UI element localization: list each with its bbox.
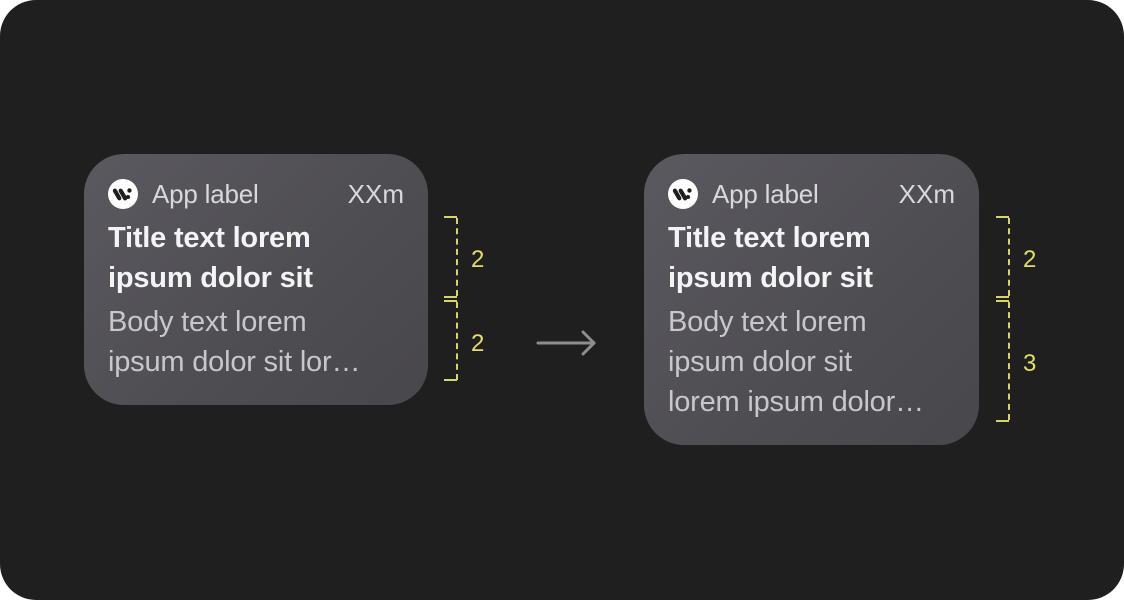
body-line: Body text lorem: [668, 306, 867, 338]
timestamp: XXm: [347, 178, 404, 209]
timestamp: XXm: [898, 178, 955, 209]
notification-card-after: App label XXm Title text lorem ipsum dol…: [644, 154, 979, 445]
notification-title: Title text lorem ipsum dolor sit: [108, 218, 408, 298]
app-label: App label: [712, 178, 819, 209]
body-line: ipsum dolor sit: [668, 346, 852, 378]
notification-card-before: App label XXm Title text lorem ipsum dol…: [84, 154, 428, 405]
title-line: ipsum dolor sit: [108, 262, 313, 294]
app-label: App label: [152, 178, 259, 209]
body-line: ipsum dolor sit lor…: [108, 346, 361, 378]
title-line-count: 2: [1023, 246, 1037, 273]
title-line: ipsum dolor sit: [668, 262, 873, 294]
title-line: Title text lorem: [108, 222, 311, 254]
app-logo-icon: [108, 179, 138, 209]
title-line-count: 2: [471, 246, 485, 273]
notification-title: Title text lorem ipsum dolor sit: [668, 218, 968, 298]
app-logo-icon: [668, 179, 698, 209]
title-line: Title text lorem: [668, 222, 871, 254]
notification-header: App label XXm: [108, 179, 404, 209]
notification-body: Body text lorem ipsum dolor sit lor…: [108, 302, 408, 382]
notification-header: App label XXm: [668, 179, 955, 209]
body-line: Body text lorem: [108, 306, 307, 338]
body-line-count: 3: [1023, 350, 1037, 377]
arrow-right-icon: [536, 330, 596, 356]
body-line-count: 2: [471, 330, 485, 357]
notification-body: Body text lorem ipsum dolor sit lorem ip…: [668, 302, 968, 422]
body-line: lorem ipsum dolor…: [668, 386, 924, 418]
